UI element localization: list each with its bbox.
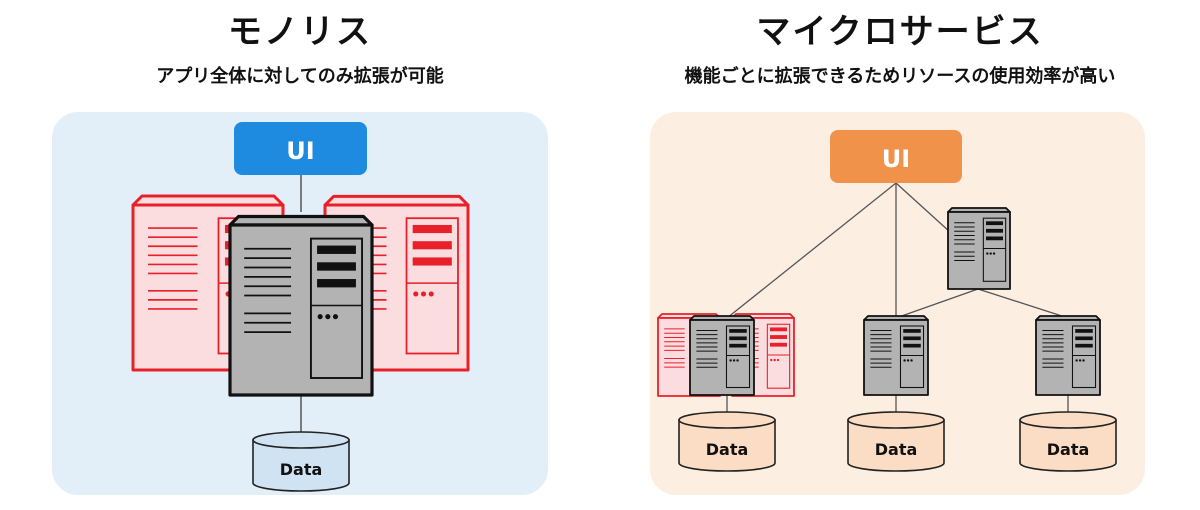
microservices-subtitle: 機能ごとに拡張できるためリソースの使用効率が高い: [684, 66, 1116, 87]
microservices-title: マイクロサービス: [756, 12, 1044, 52]
monolith-subtitle: アプリ全体に対してのみ拡張が可能: [156, 66, 444, 87]
microservice-data-label-2: Data: [875, 440, 918, 459]
microservices-ui-box: UI: [830, 130, 962, 183]
monolith-database-cylinder: [252, 431, 350, 492]
service-server-top: [947, 207, 1011, 290]
monolith-database: Data: [252, 431, 350, 492]
main-server: [228, 214, 374, 397]
monolith-server: [228, 214, 374, 397]
microservice-databases: Data Data Data: [678, 411, 1117, 472]
microservices-ui-label: UI: [882, 145, 910, 173]
microservices-panel: [650, 112, 1145, 495]
service-server-2: [863, 315, 929, 396]
monolith-data-label: Data: [280, 460, 323, 479]
microservice-database-2: [847, 411, 945, 472]
monolith-title: モノリス: [228, 12, 372, 52]
monolith-ui-label: UI: [286, 137, 314, 165]
microservice-database-1: [678, 411, 776, 472]
microservice-data-label-3: Data: [1047, 440, 1090, 459]
monolith-ui-box: UI: [234, 122, 367, 175]
microservice-database-3: [1019, 411, 1117, 472]
service-server-1: [689, 315, 755, 396]
service-server-3: [1035, 315, 1101, 396]
microservice-data-label-1: Data: [706, 440, 749, 459]
microservice-servers: [657, 207, 1101, 397]
